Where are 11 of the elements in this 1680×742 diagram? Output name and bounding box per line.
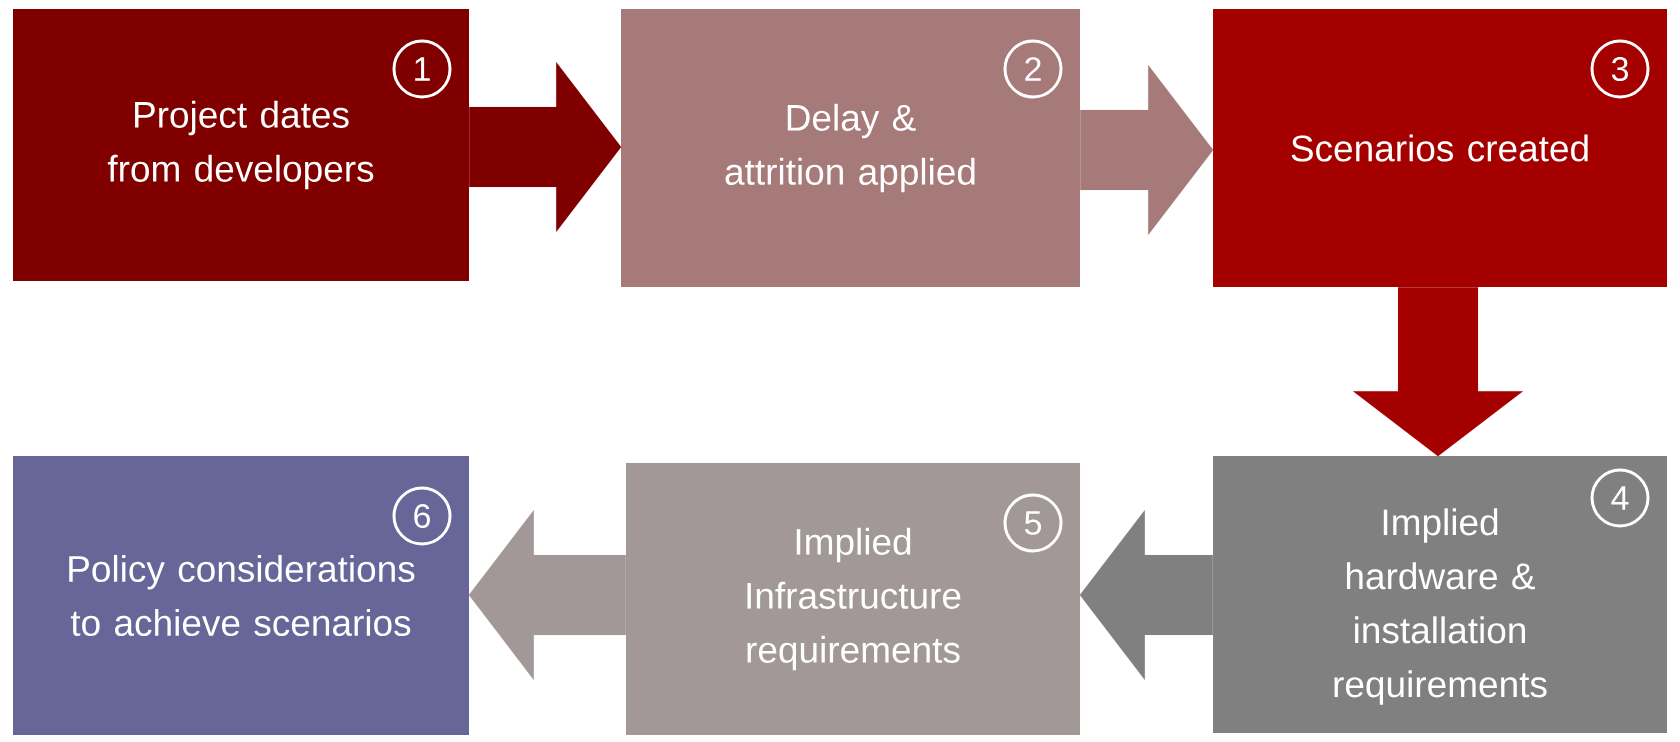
step-number: 3 [1590,39,1650,99]
step-number: 4 [1590,468,1650,528]
block-arrow [1079,509,1213,681]
step-number: 6 [392,486,452,546]
step-number: 5 [1003,493,1063,553]
block-arrow [468,509,626,681]
block-arrow [1080,64,1214,236]
block-arrow [1352,287,1524,457]
step-number: 2 [1003,39,1063,99]
step-number: 1 [392,39,452,99]
block-arrow [469,61,622,233]
